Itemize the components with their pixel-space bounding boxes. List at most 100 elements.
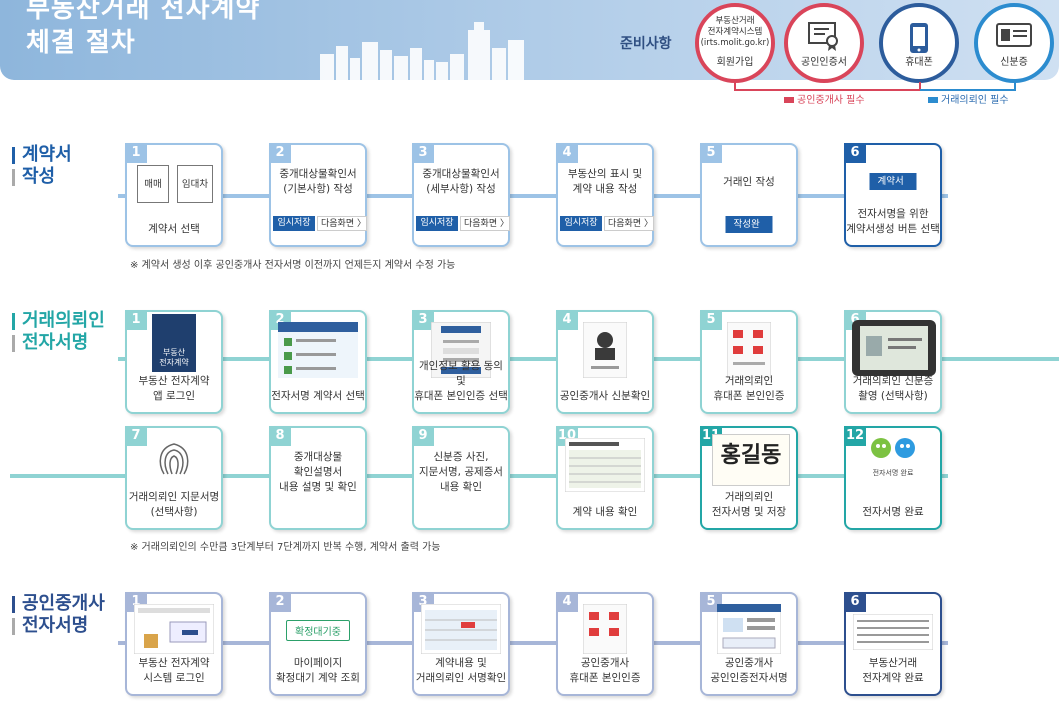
step-number: 4 bbox=[556, 592, 578, 612]
step-caption: 중개대상물 확인설명서 내용 설명 및 확인 bbox=[279, 451, 357, 493]
temp-save-button[interactable]: 임시저장 bbox=[416, 216, 458, 231]
signature-text: 홍길동 bbox=[720, 442, 782, 468]
agent-phone-auth-screen-icon bbox=[583, 604, 627, 654]
step-caption: 거래의뢰인 지문서명 (선택사항) bbox=[128, 491, 220, 518]
prep-certificate-label: 공인인증서 bbox=[801, 57, 847, 68]
step-caption: 공인중개사 휴대폰 본인인증 bbox=[569, 657, 641, 684]
temp-save-button[interactable]: 임시저장 bbox=[273, 216, 315, 231]
step-number: 12 bbox=[844, 426, 866, 446]
prep-id-card-label: 신분증 bbox=[1000, 57, 1028, 68]
step-button-row: 임시저장 다음화면 〉 bbox=[273, 216, 367, 231]
section3-title-line2: 전자서명 bbox=[22, 615, 89, 636]
step-caption: 계약내용 및 거래의뢰인 서명확인 bbox=[415, 657, 507, 684]
section2-step-5: 5 거래의뢰인 휴대폰 본인인증 bbox=[700, 310, 798, 414]
pending-confirm-badge[interactable]: 확정대기중 bbox=[286, 620, 350, 641]
flow-line-section3 bbox=[118, 641, 948, 645]
section2-title-line2: 전자서명 bbox=[22, 332, 89, 353]
section2-step-12: 12 전자서명 완료 전자서명 완료 bbox=[844, 426, 942, 530]
prep-phone-label: 휴대폰 bbox=[905, 57, 933, 68]
page-title: 부동산거래 전자계약 체결 절차 bbox=[26, 0, 260, 60]
prep-register-label: 회원가입 bbox=[716, 57, 754, 68]
step-caption: 계약 내용 확인 bbox=[572, 506, 638, 518]
step-number: 2 bbox=[269, 143, 291, 163]
phone-auth-screen-icon bbox=[727, 322, 771, 378]
requirement-brackets bbox=[734, 82, 1016, 91]
section3-step-2: 2 확정대기중 마이페이지 확정대기 계약 조회 bbox=[269, 592, 367, 696]
section3-step-6: 6 부동산거래 전자계약 완료 bbox=[844, 592, 942, 696]
step-number: 4 bbox=[556, 143, 578, 163]
next-screen-button[interactable]: 다음화면 〉 bbox=[317, 216, 367, 231]
next-screen-button[interactable]: 다음화면 〉 bbox=[460, 216, 510, 231]
section2-step-7: 7 거래의뢰인 지문서명 (선택사항) bbox=[125, 426, 223, 530]
fingerprint-icon bbox=[159, 443, 189, 475]
section1-title-line1: 계약서 bbox=[22, 144, 72, 165]
complete-button[interactable]: 작성완료 bbox=[725, 216, 773, 247]
prep-id-card: 신분증 bbox=[974, 3, 1054, 83]
create-contract-button[interactable]: 계약서생성 bbox=[869, 173, 917, 204]
title-line-1: 부동산거래 전자계약 bbox=[26, 0, 261, 24]
section1-step-5: 5 거래인 작성 작성완료 bbox=[700, 143, 798, 247]
section1-step-4: 4 부동산의 표시 및 계약 내용 작성 임시저장 다음화면 〉 bbox=[556, 143, 654, 247]
step-number: 7 bbox=[125, 426, 147, 446]
step-caption: 거래인 작성 bbox=[723, 176, 775, 188]
client-required-note: 거래의뢰인 필수 bbox=[928, 91, 1009, 106]
section1-step-1: 1 매매 임대차 계약서 선택 bbox=[125, 143, 223, 247]
contract-review-screen-icon bbox=[565, 438, 645, 492]
register-site-text: 부동산거래 전자계약시스템 (irts.molit.go.kr) bbox=[700, 16, 770, 48]
step-caption: 전자서명 계약서 선택 bbox=[271, 390, 365, 402]
signature-pad[interactable]: 홍길동 bbox=[712, 434, 790, 486]
step-caption: 공인중개사 공인인증전자서명 bbox=[710, 657, 788, 684]
step-number: 3 bbox=[412, 310, 434, 330]
section2-step-3: 3 개인정보 활용 동의 및 휴대폰 본인인증 선택 bbox=[412, 310, 510, 414]
step-caption: 계약서 선택 bbox=[148, 223, 200, 235]
step-caption: 부동산 전자계약 앱 로그인 bbox=[138, 375, 210, 402]
done-label: 전자서명 완료 bbox=[872, 469, 914, 477]
step-caption: 신분증 사진, 지문서명, 공제증서 내용 확인 bbox=[419, 451, 503, 493]
agent-id-screen-icon bbox=[583, 322, 627, 378]
section1-step-3: 3 중개대상물확인서 (세부사항) 작성 임시저장 다음화면 〉 bbox=[412, 143, 510, 247]
city-skyline-icon bbox=[320, 22, 524, 80]
id-photo-camera-icon bbox=[852, 320, 936, 376]
section2-step-2: 2 전자서명 계약서 선택 bbox=[269, 310, 367, 414]
prep-certificate: 공인인증서 bbox=[784, 3, 864, 83]
step-caption: 거래의뢰인 신분증 촬영 (선택사항) bbox=[852, 375, 934, 402]
section2-note: ※ 거래의뢰인의 수만큼 3단계부터 7단계까지 반복 수행, 계약서 출력 가… bbox=[130, 542, 441, 553]
contract-complete-list-icon bbox=[853, 614, 933, 650]
next-screen-button[interactable]: 다음화면 〉 bbox=[604, 216, 654, 231]
step-button-row: 임시저장 다음화면 〉 bbox=[560, 216, 654, 231]
app-icon: 부동산 전자계약 bbox=[152, 314, 196, 372]
agent-required-note: 공인중개사 필수 bbox=[784, 91, 865, 106]
step-caption: 부동산의 표시 및 계약 내용 작성 bbox=[567, 168, 643, 195]
step-number: 8 bbox=[269, 426, 291, 446]
consent-screen-icon bbox=[431, 322, 491, 378]
section1-note: ※ 계약서 생성 이후 공인중개사 전자서명 이전까지 언제든지 계약서 수정 … bbox=[130, 260, 456, 271]
section2-step-6: 6 거래의뢰인 신분증 촬영 (선택사항) bbox=[844, 310, 942, 414]
prep-register: 부동산거래 전자계약시스템 (irts.molit.go.kr) 회원가입 bbox=[695, 3, 775, 83]
step-caption: 거래의뢰인 전자서명 및 저장 bbox=[711, 491, 787, 518]
step-number: 6 bbox=[844, 143, 866, 163]
title-line-2: 체결 절차 bbox=[26, 28, 136, 58]
step-number: 1 bbox=[125, 310, 147, 330]
step-caption: 마이페이지 확정대기 계약 조회 bbox=[276, 657, 360, 684]
section2-step-1: 1 부동산 전자계약 부동산 전자계약 앱 로그인 bbox=[125, 310, 223, 414]
temp-save-button[interactable]: 임시저장 bbox=[560, 216, 602, 231]
step-caption: 개인정보 활용 동의 및 휴대폰 본인인증 선택 bbox=[414, 360, 508, 402]
cert-sign-screen-icon bbox=[717, 604, 781, 654]
section-client-sign-title: 거래의뢰인 전자서명 bbox=[12, 310, 105, 354]
id-card-icon bbox=[996, 23, 1032, 47]
step-caption: 거래의뢰인 휴대폰 본인인증 bbox=[713, 375, 785, 402]
step-caption: 부동산거래 전자계약 완료 bbox=[862, 657, 924, 684]
step-number: 1 bbox=[125, 143, 147, 163]
section2-step-10: 10 계약 내용 확인 bbox=[556, 426, 654, 530]
system-login-screen-icon bbox=[134, 604, 214, 654]
certificate-icon bbox=[808, 22, 838, 51]
section2-step-4: 4 공인중개사 신분확인 bbox=[556, 310, 654, 414]
section3-step-4: 4 공인중개사 휴대폰 본인인증 bbox=[556, 592, 654, 696]
doc-sale: 매매 bbox=[137, 165, 169, 203]
section2-title-line1: 거래의뢰인 bbox=[22, 310, 105, 331]
section1-step-2: 2 중개대상물확인서 (기본사항) 작성 임시저장 다음화면 〉 bbox=[269, 143, 367, 247]
section2-step-11: 11 홍길동 거래의뢰인 전자서명 및 저장 bbox=[700, 426, 798, 530]
step-number: 5 bbox=[700, 143, 722, 163]
step-number: 9 bbox=[412, 426, 434, 446]
section-agent-sign-title: 공인중개사 전자서명 bbox=[12, 593, 105, 637]
